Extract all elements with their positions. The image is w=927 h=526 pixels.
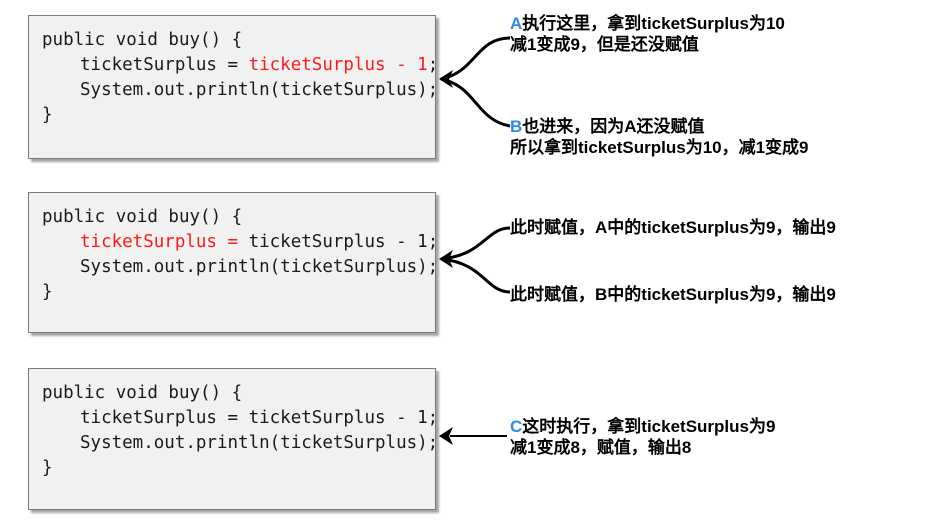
annotation-a-line1: A执行这里，拿到ticketSurplus为10: [510, 14, 785, 33]
annotation-a: A执行这里，拿到ticketSurplus为10 减1变成9，但是还没赋值: [510, 13, 785, 55]
code-highlight: ticketSurplus - 1: [248, 55, 428, 75]
code-rest: ticketSurplus - 1;: [248, 232, 439, 252]
code-line: ticketSurplus = ticketSurplus - 1;: [80, 408, 439, 428]
code-line: ticketSurplus = ticketSurplus - 1;: [42, 53, 438, 78]
annotation-a-line2: 减1变成9，但是还没赋值: [510, 35, 699, 54]
thread-tag-c: C: [510, 417, 523, 436]
code-block-2: public void buy() { ticketSurplus = tick…: [28, 192, 439, 333]
thread-tag-b: B: [510, 117, 523, 136]
code-highlight: ticketSurplus =: [80, 232, 249, 252]
annotation-assign-a: 此时赋值，A中的ticketSurplus为9，输出9: [510, 218, 836, 237]
code-assign-target: ticketSurplus =: [80, 55, 249, 75]
code-block-1: public void buy() { ticketSurplus = tick…: [28, 15, 439, 159]
code-line: System.out.println(ticketSurplus);: [80, 257, 439, 277]
annotation-assign-b: 此时赋值，B中的ticketSurplus为9，输出9: [510, 285, 836, 304]
annotation-c-line2: 减1变成8，赋值，输出8: [510, 438, 692, 457]
code-line: ticketSurplus = ticketSurplus - 1;: [42, 230, 438, 255]
code-line: }: [42, 282, 53, 302]
brace-arrow-1: [440, 36, 511, 128]
thread-tag-a: A: [510, 14, 523, 33]
code-line: }: [42, 458, 53, 478]
code-line: public void buy() {: [42, 207, 243, 227]
code-line: public void buy() {: [42, 383, 243, 403]
annotation-b: B也进来，因为A还没赋值 所以拿到ticketSurplus为10，减1变成9: [510, 116, 809, 158]
code-block-3: public void buy() { ticketSurplus = tick…: [28, 368, 439, 510]
annotation-c-line1: C这时执行，拿到ticketSurplus为9: [510, 417, 776, 436]
code-line: }: [42, 105, 53, 125]
code-line: public void buy() {: [42, 30, 243, 50]
annotation-b-line2: 所以拿到ticketSurplus为10，减1变成9: [510, 138, 809, 157]
annotation-b-line1: B也进来，因为A还没赋值: [510, 117, 705, 136]
code-line: System.out.println(ticketSurplus);: [80, 433, 439, 453]
arrowhead-3: [439, 427, 453, 445]
brace-arrow-2: [440, 226, 511, 294]
arrowhead-2: [439, 250, 453, 268]
code-line: System.out.println(ticketSurplus);: [80, 80, 439, 100]
annotation-c: C这时执行，拿到ticketSurplus为9 减1变成8，赋值，输出8: [510, 416, 775, 458]
code-semicolon: ;: [427, 55, 439, 75]
arrowhead-1: [439, 70, 453, 88]
